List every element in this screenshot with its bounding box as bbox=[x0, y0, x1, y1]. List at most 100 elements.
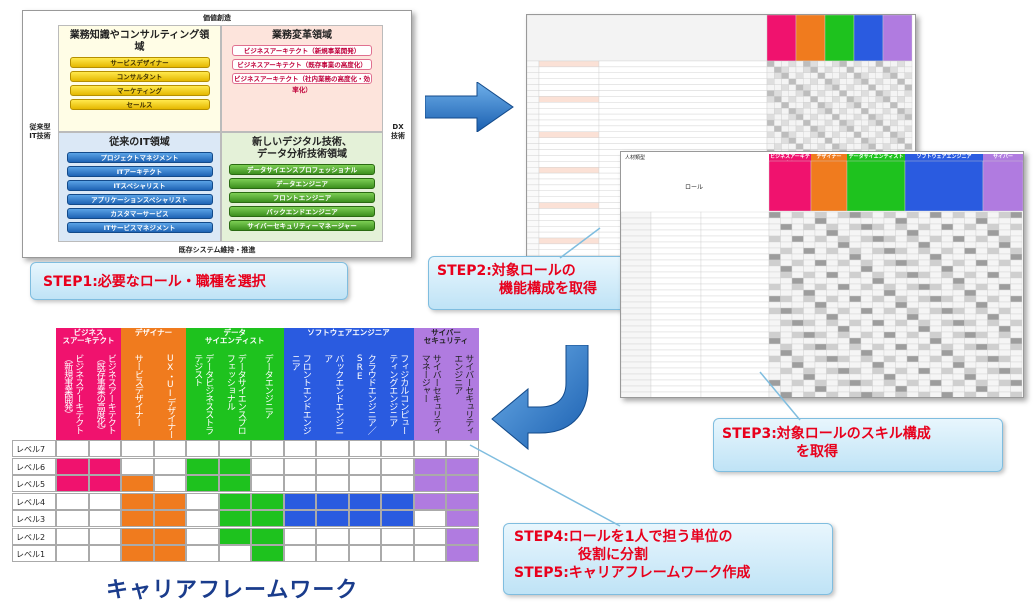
sheet-cell bbox=[837, 271, 850, 279]
sheet-cell bbox=[882, 60, 891, 68]
sheet-cell bbox=[883, 271, 896, 279]
sheet-cell bbox=[837, 247, 850, 255]
sheet-cell bbox=[621, 235, 652, 243]
sheet-cell bbox=[998, 289, 1011, 297]
sheet-cell bbox=[780, 235, 793, 243]
sheet-cell bbox=[780, 217, 793, 225]
sheet-header-data: データサイエンティスト bbox=[847, 154, 905, 161]
sheet-cell bbox=[837, 391, 850, 397]
sheet-cell bbox=[768, 367, 781, 375]
sheet-cell bbox=[853, 131, 862, 138]
sheet-cell bbox=[849, 235, 862, 243]
sheet-cell bbox=[1010, 277, 1023, 285]
sheet-cell bbox=[839, 143, 847, 150]
sheet-cell bbox=[810, 90, 818, 97]
level-cell bbox=[381, 527, 414, 545]
sheet-cell bbox=[952, 229, 965, 237]
sheet-cell bbox=[929, 349, 942, 357]
sheet-cell bbox=[538, 78, 600, 85]
sheet-cell bbox=[883, 277, 896, 285]
sheet-cell bbox=[853, 84, 862, 91]
sheet-cell bbox=[621, 259, 652, 267]
sheet-cell bbox=[766, 102, 775, 109]
sheet-cell bbox=[883, 265, 896, 273]
sheet-cell bbox=[895, 289, 908, 297]
sheet-cell bbox=[781, 102, 789, 109]
sheet-cell bbox=[895, 355, 908, 363]
sheet-cell bbox=[872, 229, 885, 237]
sheet-cell bbox=[803, 271, 816, 279]
sheet-cell bbox=[918, 391, 931, 397]
sheet-cell bbox=[814, 223, 827, 231]
quadrant-title: 業務変革領域 bbox=[272, 30, 332, 41]
sheet-cell bbox=[817, 72, 826, 79]
level-cell bbox=[121, 457, 154, 475]
step4-pointer bbox=[469, 444, 621, 527]
sheet-cell bbox=[826, 355, 839, 363]
sheet-cell bbox=[860, 391, 873, 397]
sheet-cell bbox=[621, 301, 652, 309]
sheet-cell bbox=[941, 289, 954, 297]
sheet-cell bbox=[904, 119, 913, 127]
role-pill: ビジネスアーキテクト（新規事業開発） bbox=[232, 45, 372, 56]
sheet-cell bbox=[883, 331, 896, 339]
level-cell bbox=[381, 475, 414, 492]
sheet-cell bbox=[941, 241, 954, 249]
sheet-cell bbox=[832, 96, 840, 103]
sheet-cell bbox=[904, 131, 913, 138]
sheet-cell bbox=[987, 367, 1000, 375]
sheet-cell bbox=[904, 113, 913, 121]
level-cell bbox=[218, 545, 251, 562]
sheet-cell bbox=[904, 84, 913, 91]
sheet-cell bbox=[791, 223, 804, 231]
sheet-cell bbox=[897, 119, 905, 127]
sheet-cell bbox=[918, 343, 931, 351]
role-column-header: サイバーセキュリティマネージャー bbox=[413, 346, 446, 440]
sheet-cell bbox=[883, 349, 896, 357]
sheet-cell bbox=[964, 343, 977, 351]
sheet-cell bbox=[975, 223, 988, 231]
sheet-cell bbox=[860, 301, 873, 309]
level-label: レベル6 bbox=[12, 457, 56, 475]
sheet-cell bbox=[952, 283, 965, 291]
sheet-cell bbox=[803, 259, 816, 267]
sheet-cell bbox=[814, 265, 827, 273]
sheet-cell bbox=[837, 373, 850, 381]
sheet-cell bbox=[890, 107, 898, 115]
sheet-cell bbox=[817, 125, 826, 133]
sheet-cell bbox=[882, 96, 891, 103]
sheet-cell bbox=[650, 307, 702, 315]
sheet-cell bbox=[987, 373, 1000, 381]
step3-line2: を取得 bbox=[796, 444, 838, 460]
sheet-cell bbox=[824, 113, 833, 121]
sheet-cell bbox=[860, 373, 873, 381]
sheet-cell bbox=[975, 217, 988, 225]
sheet-cell bbox=[895, 265, 908, 273]
sheet-cell bbox=[904, 72, 913, 79]
sheet-cell bbox=[895, 223, 908, 231]
level-cell bbox=[381, 510, 414, 527]
sheet-cell bbox=[890, 137, 898, 144]
sheet-cell bbox=[538, 202, 600, 209]
sheet-cell bbox=[598, 96, 768, 103]
sheet-cell bbox=[766, 66, 775, 74]
sheet-cell bbox=[781, 113, 789, 121]
sheet-cell bbox=[952, 247, 965, 255]
sheet-cell bbox=[883, 295, 896, 303]
sheet-cell bbox=[650, 319, 702, 327]
sheet-cell bbox=[906, 259, 919, 267]
sheet-cell bbox=[814, 301, 827, 309]
sheet-cell bbox=[826, 349, 839, 357]
sheet-cell bbox=[598, 131, 768, 138]
level-cell bbox=[153, 527, 186, 545]
sheet-cell bbox=[918, 253, 931, 261]
sheet-cell bbox=[791, 391, 804, 397]
sheet-cell bbox=[814, 271, 827, 279]
sheet-cell bbox=[700, 355, 770, 363]
sheet-cell bbox=[814, 343, 827, 351]
sheet-cell bbox=[872, 307, 885, 315]
sheet-cell bbox=[795, 72, 804, 79]
sheet-cell bbox=[1010, 289, 1023, 297]
sheet-cell bbox=[817, 90, 826, 97]
sheet-cell bbox=[826, 325, 839, 333]
